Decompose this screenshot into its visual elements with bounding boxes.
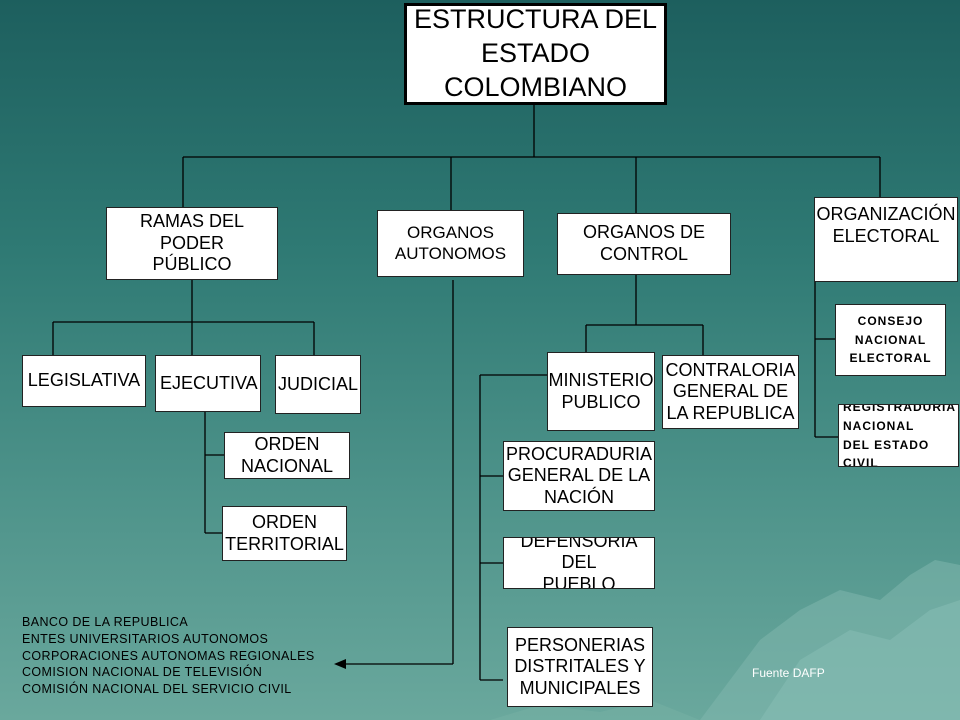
contraloria-box: CONTRALORIA GENERAL DE LA REPUBLICA	[662, 355, 799, 429]
ejecutiva-box: EJECUTIVA	[155, 355, 261, 412]
defensoria-box: DEFENSORIA DEL PUEBLO	[503, 537, 655, 589]
organos-autonomos-box: ORGANOS AUTONOMOS	[377, 210, 524, 277]
procuraduria-box: PROCURADURIA GENERAL DE LA NACIÓN	[503, 441, 655, 511]
registraduria-box: REGISTRADURIA NACIONAL DEL ESTADO CIVIL	[838, 404, 959, 467]
title-box: ESTRUCTURA DEL ESTADO COLOMBIANO	[404, 3, 667, 105]
list-item: COMISIÓN NACIONAL DEL SERVICIO CIVIL	[22, 682, 292, 697]
ministerio-publico-box: MINISTERIO PUBLICO	[547, 352, 655, 431]
list-item: CORPORACIONES AUTONOMAS REGIONALES	[22, 648, 315, 663]
organos-autonomos-list: BANCO DE LA REPUBLICA ENTES UNIVERSITARI…	[22, 614, 315, 698]
list-item: BANCO DE LA REPUBLICA	[22, 615, 189, 629]
source-note: Fuente DAFP	[752, 666, 825, 680]
organos-de-control-box: ORGANOS DE CONTROL	[557, 213, 731, 275]
orden-nacional-box: ORDEN NACIONAL	[224, 432, 350, 479]
organizacion-electoral-box: ORGANIZACIÓN ELECTORAL	[814, 197, 958, 282]
list-item: ENTES UNIVERSITARIOS AUTONOMOS	[22, 631, 269, 646]
consejo-nacional-electoral-box: CONSEJO NACIONAL ELECTORAL	[835, 304, 946, 376]
judicial-box: JUDICIAL	[275, 355, 361, 414]
ramas-del-poder-box: RAMAS DEL PODER PÚBLICO	[106, 207, 278, 280]
list-item: COMISION NACIONAL DE TELEVISIÓN	[22, 665, 263, 680]
personerias-box: PERSONERIAS DISTRITALES Y MUNICIPALES	[507, 627, 653, 707]
orden-territorial-box: ORDEN TERRITORIAL	[222, 506, 347, 561]
legislativa-box: LEGISLATIVA	[22, 355, 146, 407]
